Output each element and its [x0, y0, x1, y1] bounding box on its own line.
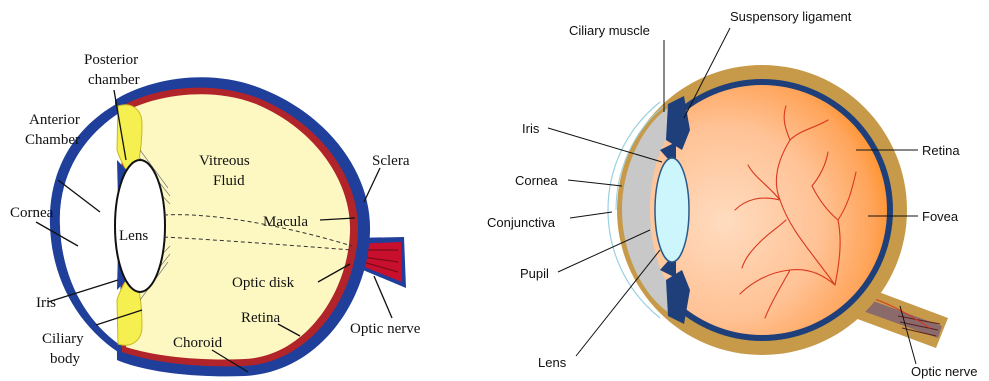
label-conjunctiva: Conjunctiva	[487, 215, 556, 230]
label-optic-disk: Optic disk	[232, 275, 295, 291]
label-right-retina: Retina	[922, 143, 960, 158]
label-ciliary-body-2: body	[50, 351, 81, 367]
left-eye-diagram: Posterior chamber Anterior Chamber Corne…	[10, 52, 421, 376]
label-right-cornea: Cornea	[515, 173, 558, 188]
label-fovea: Fovea	[922, 209, 959, 224]
label-right-optic-nerve: Optic nerve	[911, 364, 977, 379]
label-macula: Macula	[263, 214, 308, 230]
label-left-optic-nerve: Optic nerve	[350, 321, 421, 337]
label-right-lens: Lens	[538, 355, 567, 370]
right-eye-diagram: Ciliary muscle Suspensory ligament Iris …	[487, 9, 977, 379]
label-ciliary-body-1: Ciliary	[42, 331, 84, 347]
label-right-iris: Iris	[522, 121, 540, 136]
label-choroid: Choroid	[173, 335, 223, 351]
label-vitreous-2: Fluid	[213, 173, 245, 189]
label-posterior-chamber-1: Posterior	[84, 52, 138, 68]
label-ciliary-muscle: Ciliary muscle	[569, 23, 650, 38]
label-pupil: Pupil	[520, 266, 549, 281]
left-lens	[115, 160, 165, 292]
label-left-iris: Iris	[36, 295, 56, 311]
label-sclera: Sclera	[372, 153, 410, 169]
label-anterior-chamber-1: Anterior	[29, 112, 80, 128]
label-suspensory-ligament: Suspensory ligament	[730, 9, 852, 24]
label-anterior-chamber-2: Chamber	[25, 132, 80, 148]
label-left-cornea: Cornea	[10, 205, 54, 221]
right-lens	[655, 158, 689, 262]
label-vitreous-1: Vitreous	[199, 153, 250, 169]
label-posterior-chamber-2: chamber	[88, 72, 140, 88]
label-left-retina: Retina	[241, 310, 280, 326]
label-left-lens: Lens	[119, 228, 148, 244]
